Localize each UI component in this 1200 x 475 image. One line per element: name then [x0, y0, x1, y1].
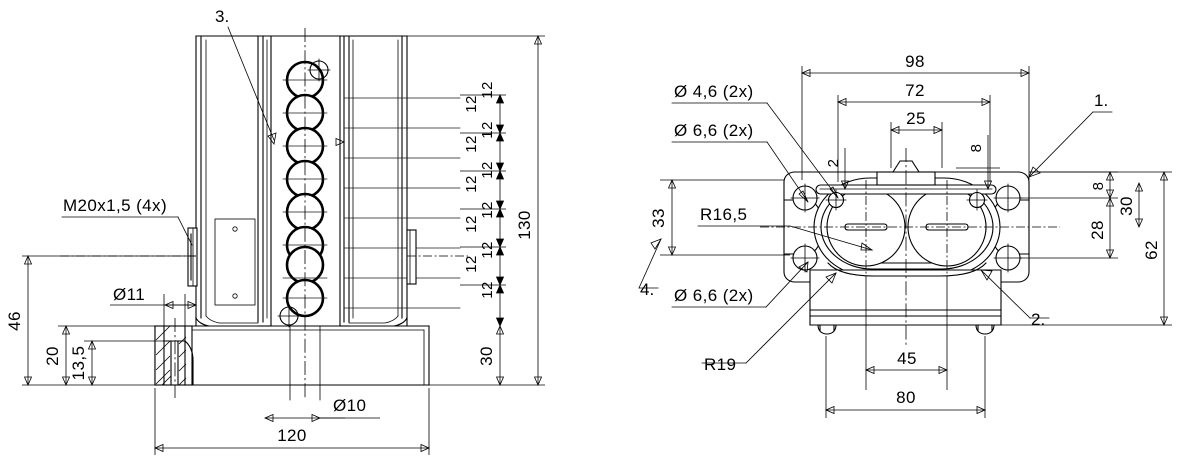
dimension-8-right: 8	[1020, 171, 1118, 199]
right-threaded-boss	[406, 229, 417, 285]
dimension-label-130: 130	[515, 210, 534, 240]
balloon-1: 1.	[1028, 91, 1113, 178]
small-hole-top-left	[825, 189, 847, 211]
dimension-label-28: 28	[1088, 220, 1107, 240]
base-through-hole-Ø10	[289, 325, 321, 401]
dimension-label-12-4: 12	[463, 135, 480, 153]
balloon-label-4: 4.	[640, 280, 654, 299]
callout-label-hole-11: Ø11	[113, 285, 145, 304]
corner-bolt-hole-bottom-left	[790, 243, 820, 273]
nameplate-rectangle	[214, 218, 256, 306]
dimension-label-12-1: 12	[479, 81, 496, 99]
dimension-label-12-10: 12	[463, 255, 480, 273]
callout-hole-11: Ø11	[110, 285, 197, 326]
dimension-30-base: 30	[477, 325, 505, 386]
balloon-2: 2.	[980, 269, 1050, 329]
callout-label-hole-4-6: Ø 4,6 (2x)	[674, 82, 754, 101]
dimension-label-13-5: 13,5	[69, 346, 88, 381]
dimension-8-top: 8	[956, 135, 1000, 190]
dimension-label-12-3: 12	[479, 121, 496, 139]
dimension-label-12-8: 12	[463, 215, 480, 233]
dimension-13-5: 13,5	[69, 340, 164, 386]
dimension-label-12-9: 12	[479, 241, 496, 259]
dimension-label-8-top: 8	[968, 144, 985, 153]
callout-r19: R19	[701, 272, 837, 374]
bolt-mark-icon-bottom	[277, 304, 301, 328]
dimension-label-30-base: 30	[477, 346, 496, 366]
dimension-label-2: 2	[825, 159, 842, 168]
callout-hole-4-6: Ø 4,6 (2x)	[671, 82, 839, 199]
dimension-chain-12: 12 12 12 12 12 12 12 12 12 12 12	[460, 81, 506, 327]
balloon-3: 3.	[215, 7, 345, 147]
dimension-label-72: 72	[905, 81, 925, 100]
dimension-130: 130	[407, 35, 545, 386]
callout-label-hole-6-6-top: Ø 6,6 (2x)	[674, 121, 754, 140]
callout-hole-6-6-bottom: Ø 6,6 (2x)	[671, 261, 809, 308]
dimension-label-20: 20	[43, 346, 62, 366]
dimension-98: 98	[801, 52, 1030, 180]
callout-label-r16-5: R16,5	[700, 205, 747, 224]
dimension-label-25: 25	[906, 109, 926, 128]
small-hole-top-right	[966, 189, 988, 211]
dimension-25: 25	[890, 109, 943, 168]
balloon-label-3: 3.	[215, 7, 229, 26]
dimension-label-8-right: 8	[1090, 182, 1107, 191]
callout-thread-m20: M20x1,5 (4x)	[61, 196, 193, 246]
callout-label-thread-m20: M20x1,5 (4x)	[63, 196, 167, 215]
dimension-80: 80	[825, 336, 986, 418]
balloon-label-1: 1.	[1094, 91, 1108, 110]
dimension-label-12-5: 12	[479, 161, 496, 179]
balloon-label-2: 2.	[1031, 310, 1045, 329]
corner-bolt-hole-bottom-right	[993, 243, 1023, 273]
dimension-label-98: 98	[905, 52, 925, 71]
bottom-plinth	[809, 262, 1002, 335]
dimension-label-120: 120	[277, 426, 307, 445]
dimension-30-right: 30	[1117, 182, 1144, 228]
dimension-label-45: 45	[897, 349, 917, 368]
left-threaded-boss	[187, 227, 198, 287]
dimension-label-12-6: 12	[463, 175, 480, 193]
dimension-label-46: 46	[5, 311, 24, 331]
callout-label-r19: R19	[704, 355, 736, 374]
base-counterbore-detail	[154, 318, 197, 398]
dimension-72: 72	[837, 81, 991, 182]
callout-r16-5: R16,5	[697, 205, 874, 251]
left-view-group: 130 30	[5, 7, 545, 455]
dimension-label-30-right: 30	[1117, 196, 1136, 216]
callout-hole-6-6-top: Ø 6,6 (2x)	[671, 121, 809, 203]
dimension-120: 120	[154, 388, 430, 455]
right-view-group: 98 72 25 2	[638, 52, 1172, 418]
balloon-4: 4.	[638, 238, 662, 299]
dimension-45: 45	[865, 278, 948, 390]
dimension-label-33: 33	[649, 208, 668, 228]
dimension-33: 33	[649, 179, 790, 256]
dimension-label-62: 62	[1142, 240, 1161, 260]
dimension-label-12-2: 12	[463, 95, 480, 113]
dimension-2: 2	[825, 148, 856, 190]
dimension-20: 20	[43, 325, 155, 386]
callout-label-hole-6-6-bottom: Ø 6,6 (2x)	[674, 286, 754, 305]
bolt-mark-icon-top	[307, 58, 331, 82]
dimension-62: 62	[1001, 171, 1172, 326]
dimension-46: 46	[5, 255, 196, 386]
dimension-label-80: 80	[896, 388, 916, 407]
dimension-28: 28	[1020, 197, 1118, 259]
callout-label-hole-10: Ø10	[333, 396, 366, 415]
callout-hole-10: Ø10	[264, 396, 380, 423]
dimension-label-12-11: 12	[479, 281, 496, 299]
dimension-label-12-7: 12	[479, 201, 496, 219]
